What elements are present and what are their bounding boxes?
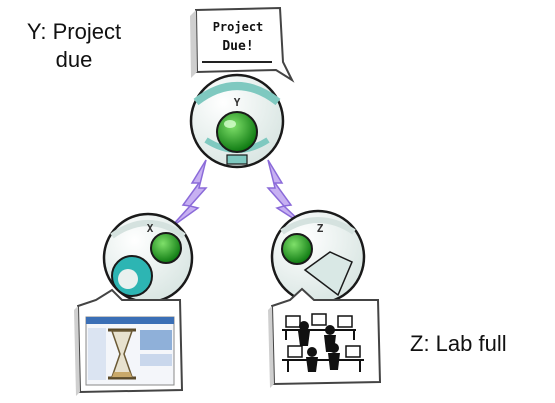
node-z-robot-icon: Z xyxy=(270,209,366,305)
node-x-robot-icon: X xyxy=(102,212,194,304)
speech-bubble-line2: Due! xyxy=(222,39,253,54)
node-y-robot-icon: Y xyxy=(189,73,285,169)
speech-bubble-line1: Project xyxy=(213,20,264,34)
crowded-computer-lab-icon xyxy=(268,287,382,388)
arrow-y-to-x xyxy=(169,159,208,229)
node-y-letter: Y xyxy=(234,96,241,109)
node-x-letter: X xyxy=(147,222,154,235)
hourglass-on-screen-icon xyxy=(74,288,184,396)
y-variable-label: Y: Project due xyxy=(26,19,122,72)
node-z-letter: Z xyxy=(317,222,324,235)
z-variable-label: Z: Lab full xyxy=(410,331,507,356)
speech-bubble: Project Due! xyxy=(190,6,295,83)
